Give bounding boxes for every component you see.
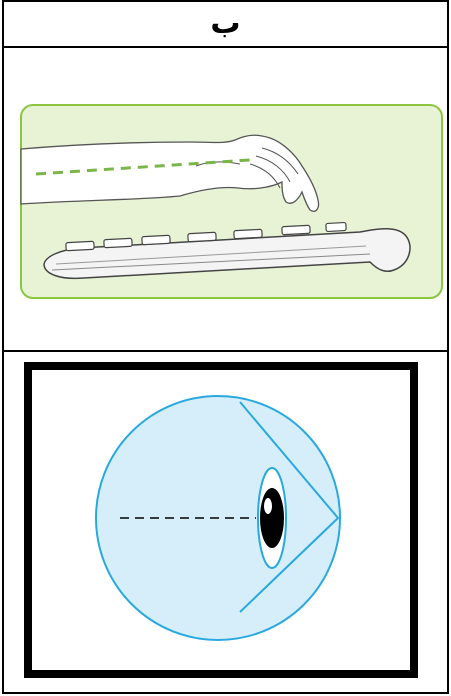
row-divider-2: [4, 350, 447, 352]
eye-sightline-figure: [24, 362, 424, 682]
pupil: [260, 488, 284, 548]
header-cell: ب: [4, 2, 447, 46]
pupil-highlight: [264, 498, 272, 514]
row-divider-1: [4, 46, 447, 48]
keyboard-posture-figure: [20, 104, 444, 300]
header-label: ب: [210, 9, 240, 39]
